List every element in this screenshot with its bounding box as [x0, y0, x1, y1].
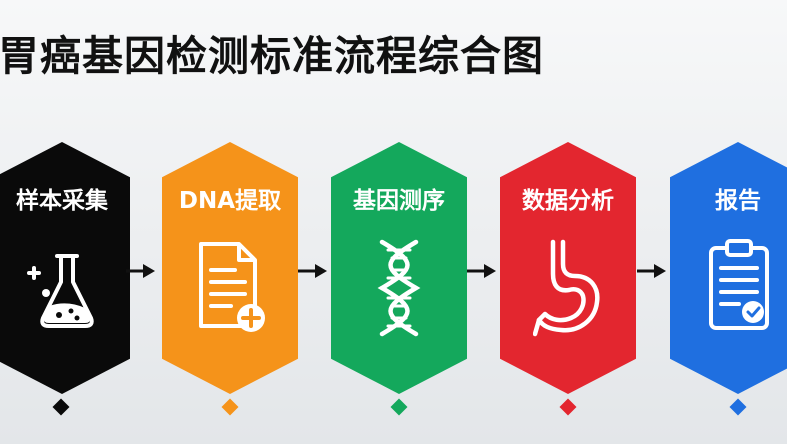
step-data-analysis: 数据分析 [500, 142, 636, 394]
arrow-icon [126, 264, 155, 278]
step-marker [221, 398, 239, 416]
stomach-icon [533, 239, 600, 337]
step-marker [559, 398, 577, 416]
step-label: 报告 [715, 188, 761, 214]
document-add-icon [199, 242, 265, 332]
step-label: 数据分析 [522, 188, 614, 214]
step-marker [729, 398, 747, 416]
arrow-icon [298, 264, 327, 278]
step-dna-extraction: DNA提取 [162, 142, 298, 394]
step-sample-collection: 样本采集 [0, 142, 130, 394]
step-marker [52, 398, 70, 416]
step-label: 样本采集 [16, 188, 108, 214]
dna-icon [377, 239, 421, 337]
clipboard-check-icon [709, 239, 769, 330]
step-label: 基因测序 [353, 188, 445, 214]
step-marker [390, 398, 408, 416]
diagram-title: 胃癌基因检测标准流程综合图 [0, 32, 544, 80]
step-report: 报告 [670, 142, 787, 394]
flask-icon [27, 254, 94, 328]
step-label: DNA提取 [178, 188, 282, 214]
arrow-icon [467, 264, 496, 278]
arrow-icon [637, 264, 666, 278]
step-gene-sequencing: 基因测序 [331, 142, 467, 394]
